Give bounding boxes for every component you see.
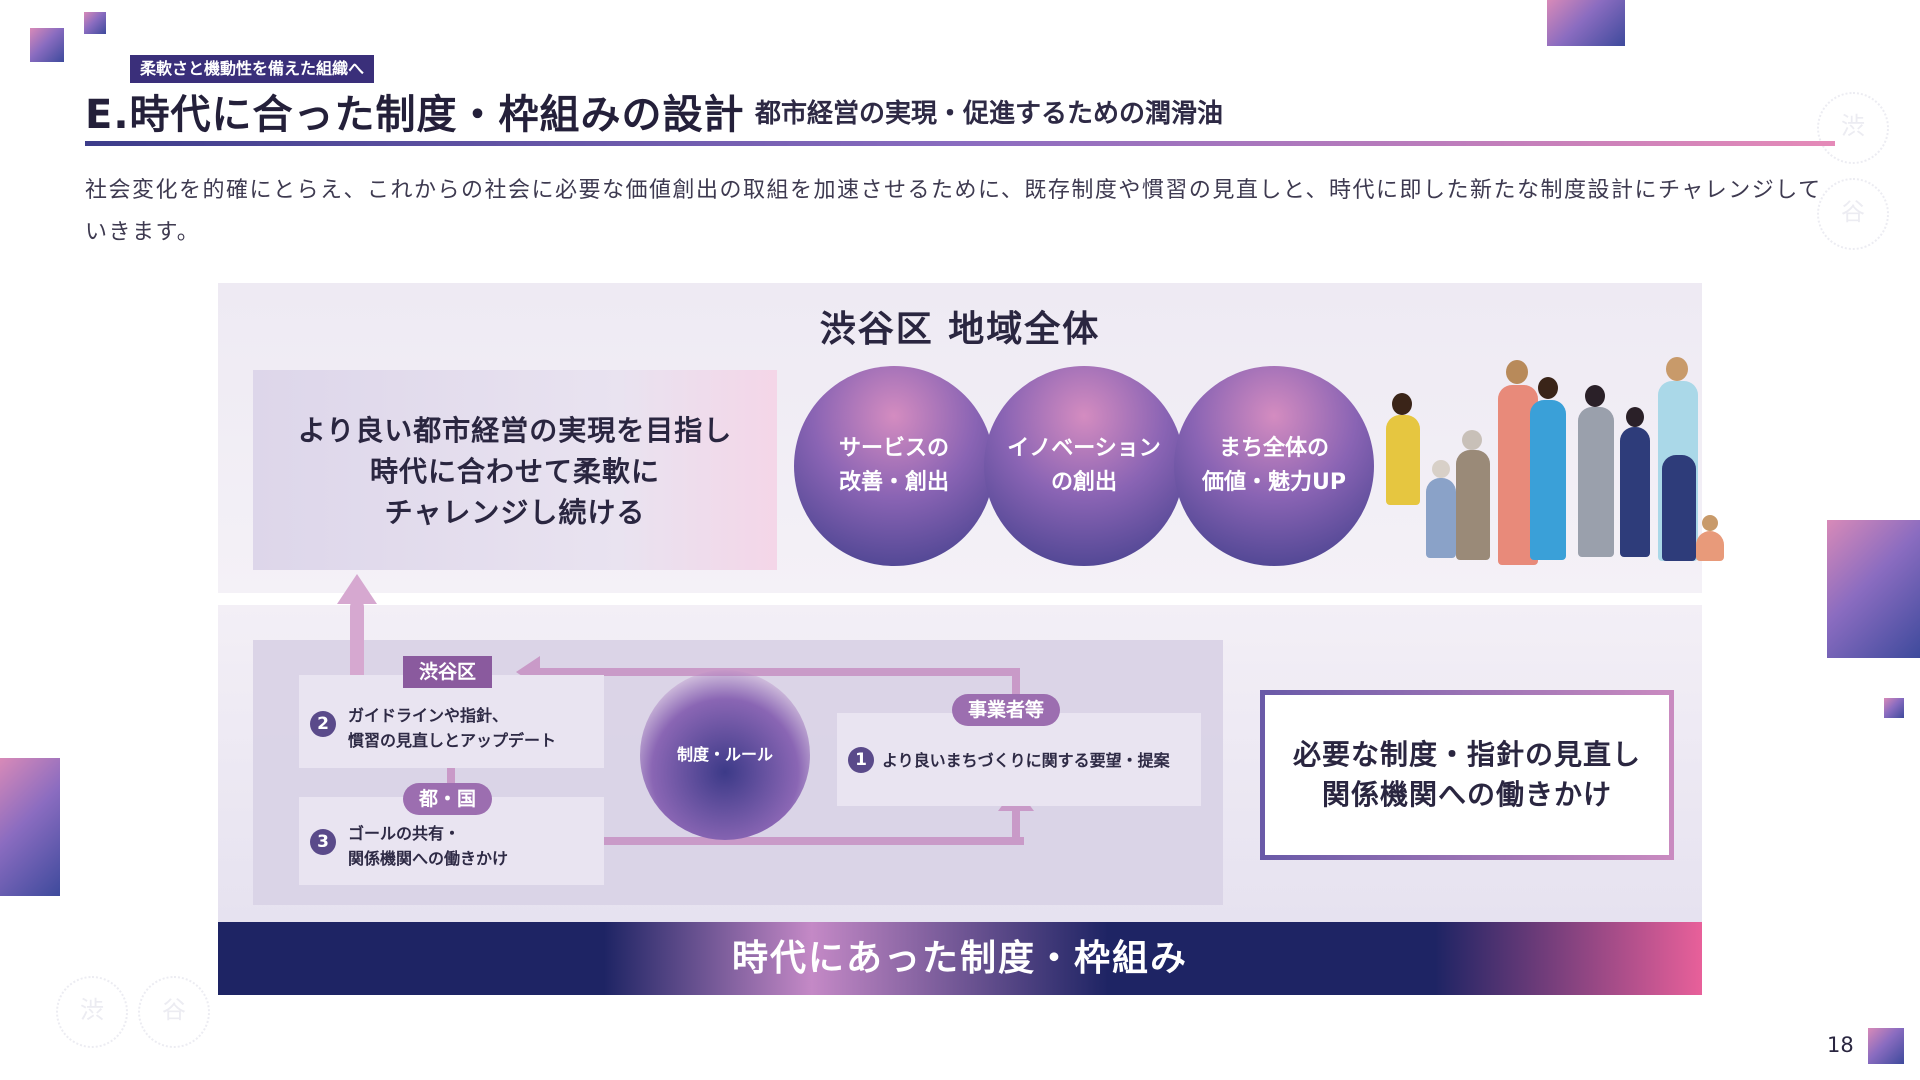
outcome-circle: サービスの改善・創出 — [794, 366, 994, 566]
decor-square — [1827, 520, 1920, 658]
flow-line — [540, 668, 1020, 676]
goal-text: より良い都市経営の実現を目指し 時代に合わせて柔軟に チャレンジし続ける — [253, 410, 777, 533]
section-tag: 柔軟さと機動性を備えた組織へ — [130, 55, 375, 83]
goal-line: より良い都市経営の実現を目指し — [297, 414, 733, 447]
page-subtitle: 都市経営の実現・促進するための潤滑油 — [755, 99, 1224, 129]
decor-square — [1884, 698, 1904, 718]
region-title: 渋谷区 地域全体 — [819, 309, 1101, 350]
decor-square — [30, 28, 64, 62]
goal-line: チャレンジし続ける — [384, 496, 646, 529]
step-box — [299, 675, 604, 768]
intro-text: 社会変化を的確にとらえ、これからの社会に必要な価値創出の取組を加速させるために、… — [85, 178, 1822, 245]
arrow-up-head — [337, 574, 377, 604]
need-text: 必要な制度・指針の見直し 関係機関への働きかけ — [1292, 738, 1641, 811]
step-text: ガイドラインや指針、 慣習の見直しとアップデート — [348, 706, 557, 750]
outcome-circle: まち全体の価値・魅力UP — [1174, 366, 1374, 566]
need-box: 必要な制度・指針の見直し 関係機関への働きかけ — [1260, 690, 1674, 860]
step-text: ゴールの共有・ 関係機関への働きかけ — [348, 824, 509, 868]
rules-orb: 制度・ルール — [640, 670, 810, 840]
step-number: 2 — [310, 711, 336, 737]
decor-square — [1868, 1028, 1904, 1064]
goal-box: より良い都市経営の実現を目指し 時代に合わせて柔軟に チャレンジし続ける — [253, 370, 777, 570]
title-underline — [85, 141, 1835, 146]
arrow-up — [350, 600, 364, 690]
step-number: 1 — [848, 747, 874, 773]
watermark-seal: 谷 — [138, 976, 210, 1048]
people-illustration — [1380, 355, 1740, 570]
actor-ward: 渋谷区 — [403, 656, 493, 688]
page-title: E.時代に合った制度・枠組みの設計 — [85, 92, 745, 138]
footer-band: 時代にあった制度・枠組み — [218, 922, 1702, 995]
page-number: 18 — [1827, 1033, 1854, 1057]
watermark-seal: 谷 — [1817, 178, 1889, 250]
goal-line: 時代に合わせて柔軟に — [369, 455, 660, 488]
decor-square — [0, 758, 60, 896]
actor-govt: 都・国 — [403, 783, 493, 815]
decor-square — [1547, 0, 1625, 46]
flow-line — [1012, 805, 1020, 845]
step-text: より良いまちづくりに関する要望・提案 — [882, 751, 1170, 770]
step-number: 3 — [310, 829, 336, 855]
flow-line — [1012, 668, 1020, 708]
outcome-circle: イノベーションの創出 — [984, 366, 1184, 566]
step-box — [837, 713, 1201, 806]
watermark-seal: 渋 — [1817, 92, 1889, 164]
connector — [447, 765, 455, 795]
actor-business: 事業者等 — [952, 694, 1061, 726]
flow-line — [604, 837, 1024, 845]
decor-square — [84, 12, 106, 34]
watermark-seal: 渋 — [56, 976, 128, 1048]
